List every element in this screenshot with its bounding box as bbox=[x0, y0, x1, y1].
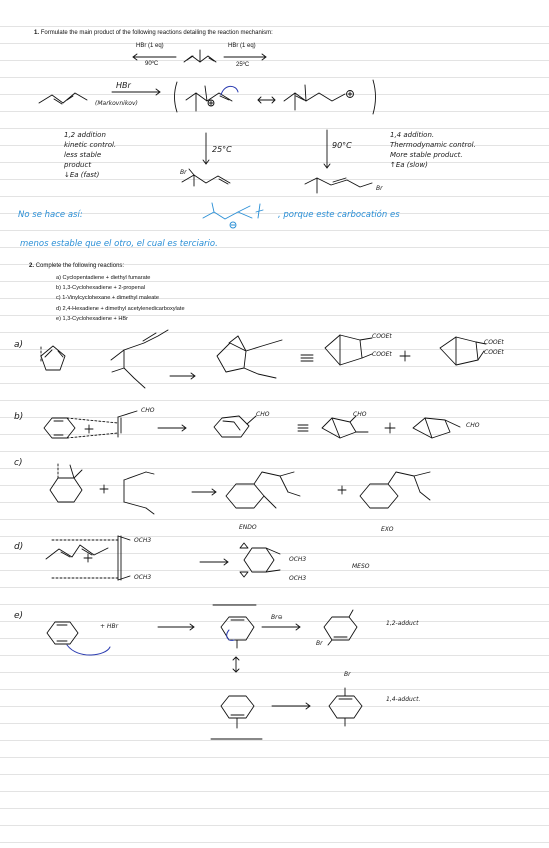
br-label: Br bbox=[316, 640, 323, 647]
curved-arrow-e2 bbox=[226, 629, 235, 641]
reagent-right: HBr (1 eq) bbox=[228, 43, 256, 49]
reaction-2a bbox=[40, 329, 487, 389]
note-temp-90: 90°C bbox=[332, 141, 352, 150]
endo-label: ENDO bbox=[239, 524, 257, 531]
right-list-item: ↑Ea (slow) bbox=[390, 161, 428, 169]
reaction-2d bbox=[45, 535, 281, 581]
br-anion-label: Br⊖ bbox=[271, 614, 283, 621]
note-hbr: HBr bbox=[116, 81, 131, 90]
reaction-arrow-right-head bbox=[261, 53, 267, 61]
och3-label: OCH3 bbox=[289, 556, 307, 563]
question-2-heading: 2. Complete the following reactions: bbox=[29, 263, 124, 269]
och3-label: OCH3 bbox=[289, 575, 307, 582]
cho-label: CHO bbox=[466, 422, 480, 429]
note-temp-25: 25°C bbox=[212, 145, 232, 154]
br-label: Br bbox=[344, 671, 351, 678]
reaction-2e bbox=[46, 604, 363, 740]
left-list-item: product bbox=[64, 161, 92, 169]
question-1-heading: 1. Formulate the main product of the fol… bbox=[34, 30, 273, 36]
br-label: Br bbox=[376, 185, 383, 192]
spanish-note-a: No se hace así: bbox=[18, 210, 83, 220]
label-a: a) bbox=[14, 340, 24, 350]
curved-arrow-blue bbox=[220, 85, 239, 96]
question-2-number: 2. bbox=[29, 263, 35, 269]
reaction-2c bbox=[49, 463, 431, 515]
right-list-item: More stable product. bbox=[390, 151, 463, 159]
hand-diene bbox=[38, 92, 88, 104]
reagent-left: HBr (1 eq) bbox=[136, 43, 164, 49]
bracket-left bbox=[174, 81, 178, 113]
spanish-note-line2: menos estable que el otro, el cual es te… bbox=[20, 239, 218, 249]
product-12 bbox=[181, 174, 231, 184]
reaction-arrow-left-head bbox=[132, 53, 138, 61]
left-list-item: kinetic control. bbox=[64, 141, 117, 149]
curved-arrow-e bbox=[66, 644, 111, 656]
right-list: 1,4 addition. Thermodynamic control. Mor… bbox=[390, 130, 476, 170]
option-d: d) 2,4-Hexadiene + dimethyl acetylenedic… bbox=[56, 305, 185, 312]
option-e: e) 1,3-Cyclohexadiene + HBr bbox=[56, 315, 128, 322]
option-c: c) 1-Vinylcyclohexane + dimethyl maleate bbox=[56, 295, 159, 302]
right-list-item: 1,4 addition. bbox=[390, 131, 435, 139]
right-list-item: Thermodynamic control. bbox=[390, 141, 476, 149]
hbr-label: + HBr bbox=[100, 623, 119, 630]
question-2-title: Complete the following reactions: bbox=[35, 263, 125, 269]
left-list: 1,2 addition kinetic control. less stabl… bbox=[64, 130, 116, 180]
cooet-label: COOEt bbox=[484, 339, 504, 346]
carbocation-1 bbox=[185, 92, 233, 102]
cho-label: CHO bbox=[353, 411, 367, 418]
spanish-note-b: , porque este carbocatión es bbox=[278, 210, 400, 220]
question-1-title: Formulate the main product of the follow… bbox=[40, 30, 273, 36]
meso-label: MESO bbox=[352, 563, 370, 570]
temp-left: 90ºC bbox=[145, 61, 159, 67]
question-2-options: a) Cyclopentadiene + diethyl fumarate b)… bbox=[56, 273, 185, 324]
left-list-item: 1,2 addition bbox=[64, 131, 106, 139]
carbocation-2 bbox=[283, 92, 346, 102]
temp-right: 25ºC bbox=[236, 62, 250, 68]
adduct-12-label: 1,2-adduct bbox=[386, 620, 419, 627]
cooet-label: COOEt bbox=[484, 349, 504, 356]
product-14 bbox=[304, 177, 373, 188]
option-a: a) Cyclopentadiene + diethyl fumarate bbox=[56, 275, 151, 281]
label-e: e) bbox=[14, 611, 24, 621]
bracket-right bbox=[372, 79, 376, 115]
label-b: b) bbox=[14, 412, 24, 422]
label-d: d) bbox=[14, 542, 24, 552]
reaction-2b bbox=[43, 410, 461, 439]
och3-label: OCH3 bbox=[134, 574, 152, 581]
left-list-item: ↓Ea (fast) bbox=[64, 171, 100, 179]
och3-label: OCH3 bbox=[134, 537, 152, 544]
exo-label: EXO bbox=[381, 526, 394, 533]
cho-label: CHO bbox=[141, 407, 155, 414]
left-list-item: less stable bbox=[64, 151, 102, 159]
cho-label: CHO bbox=[256, 411, 270, 418]
cooet-label: COOEt bbox=[372, 333, 392, 340]
option-b: b) 1,3-Cyclohexadiene + 2-propenal bbox=[56, 285, 146, 292]
br-label: Br bbox=[180, 169, 187, 176]
cooet-label: COOEt bbox=[372, 351, 392, 358]
question-1-number: 1. bbox=[34, 30, 40, 36]
note-markovnikov: (Markovnikov) bbox=[95, 100, 138, 107]
label-c: c) bbox=[14, 458, 23, 468]
adduct-14-label: 1,4-adduct. bbox=[386, 696, 421, 703]
